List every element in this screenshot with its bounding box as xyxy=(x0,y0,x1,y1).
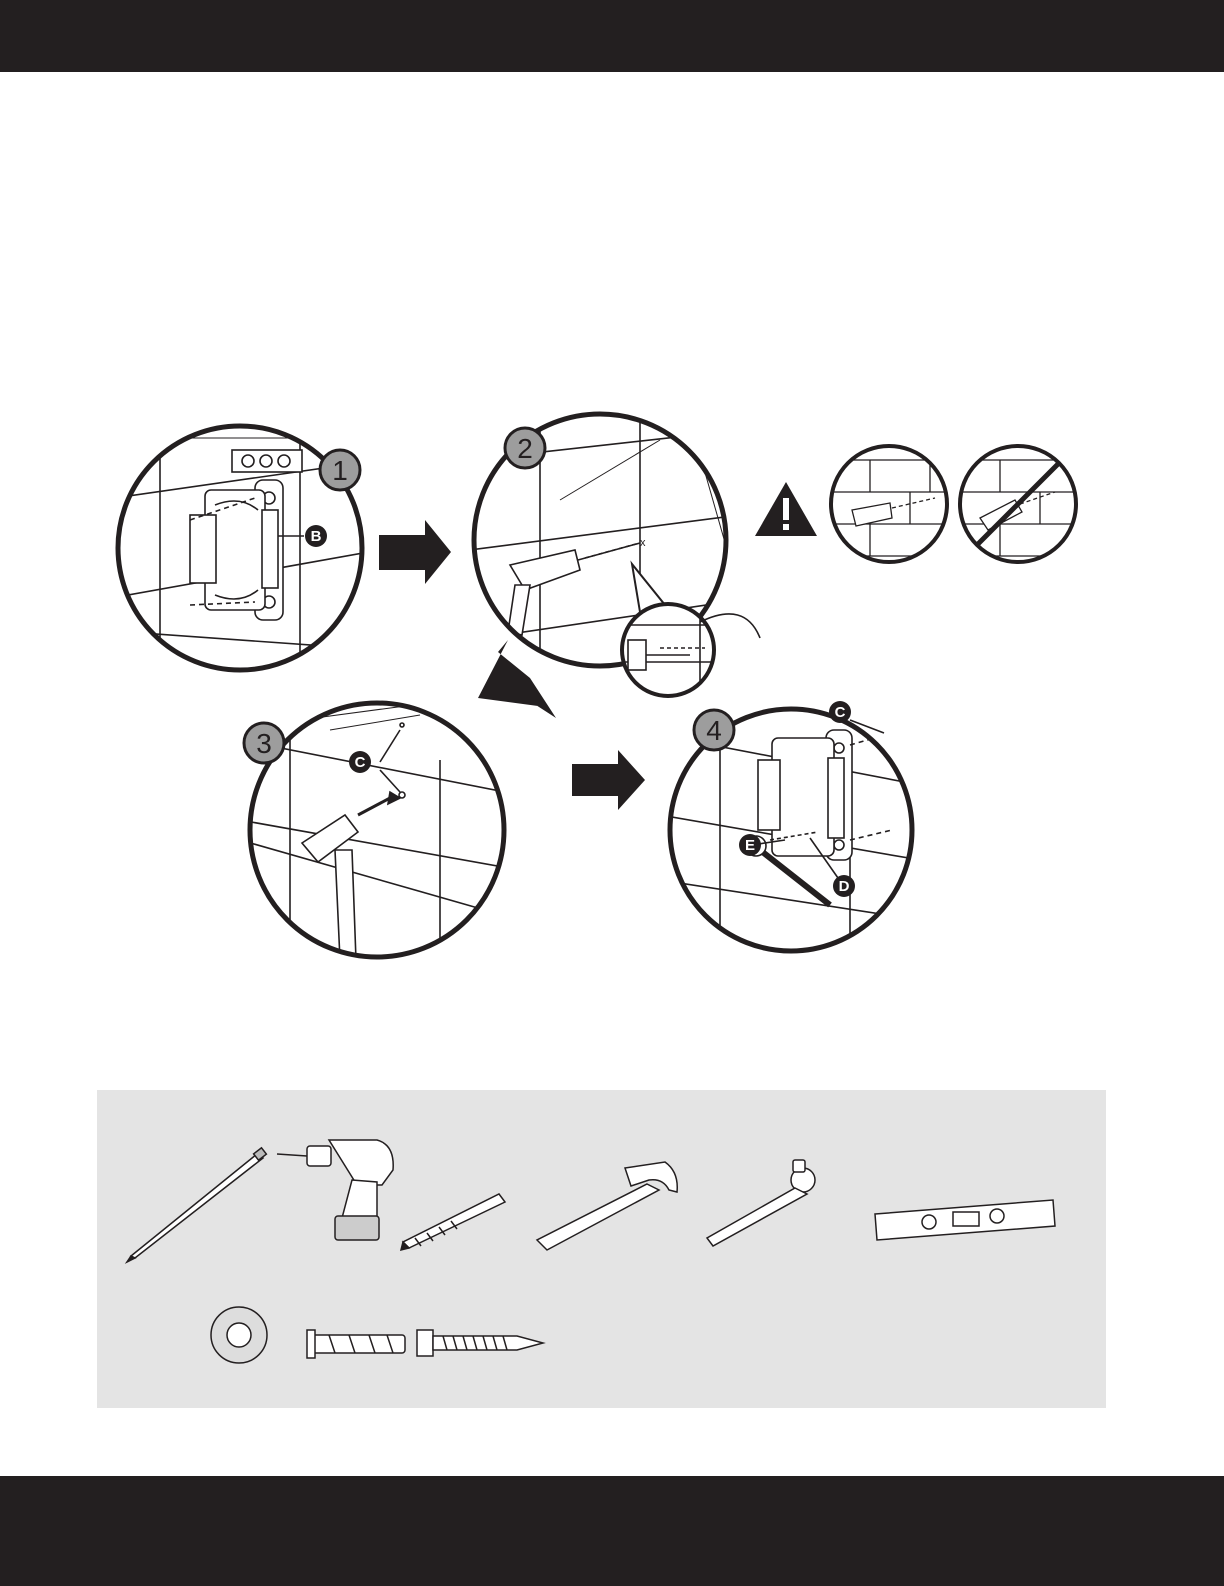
step-4-number: 4 xyxy=(706,715,722,746)
arrow-step-1-to-2 xyxy=(379,520,451,584)
bottom-banner xyxy=(0,1476,1224,1586)
washer-icon xyxy=(211,1307,267,1363)
drill-bit-icon xyxy=(401,1194,505,1250)
step-1-number: 1 xyxy=(332,455,348,486)
step-3-illustration: C 3 xyxy=(240,700,520,960)
socket-wrench-icon xyxy=(707,1160,815,1246)
top-banner xyxy=(0,0,1224,72)
callout-c-label-step-3: C xyxy=(355,754,366,771)
step-2-number: 2 xyxy=(517,433,533,464)
cordless-drill-icon xyxy=(277,1140,393,1240)
callout-b-label: B xyxy=(311,528,322,545)
tools-panel xyxy=(97,1090,1106,1408)
warning-triangle-icon xyxy=(755,482,817,536)
step-4-illustration: C E D 4 xyxy=(660,700,920,960)
step-2-illustration: x 2 xyxy=(470,400,760,700)
wall-anchor-icon xyxy=(307,1330,405,1358)
step-3-number: 3 xyxy=(256,728,272,759)
spirit-level-icon xyxy=(875,1200,1055,1240)
svg-text:x: x xyxy=(640,537,646,549)
arrow-step-3-to-4 xyxy=(572,750,645,810)
step-1-illustration: B 1 xyxy=(100,426,380,680)
drill-level-icon xyxy=(830,446,950,562)
callout-d-label: D xyxy=(839,878,850,895)
callout-c-label-step-4: C xyxy=(835,704,846,721)
drill-angled-prohibited-icon xyxy=(960,446,1080,562)
lag-bolt-icon xyxy=(417,1330,543,1356)
callout-e-label: E xyxy=(745,837,755,854)
hammer-icon xyxy=(537,1162,677,1250)
installation-diagram: B 1 x xyxy=(0,400,1224,960)
pencil-icon xyxy=(127,1148,266,1262)
